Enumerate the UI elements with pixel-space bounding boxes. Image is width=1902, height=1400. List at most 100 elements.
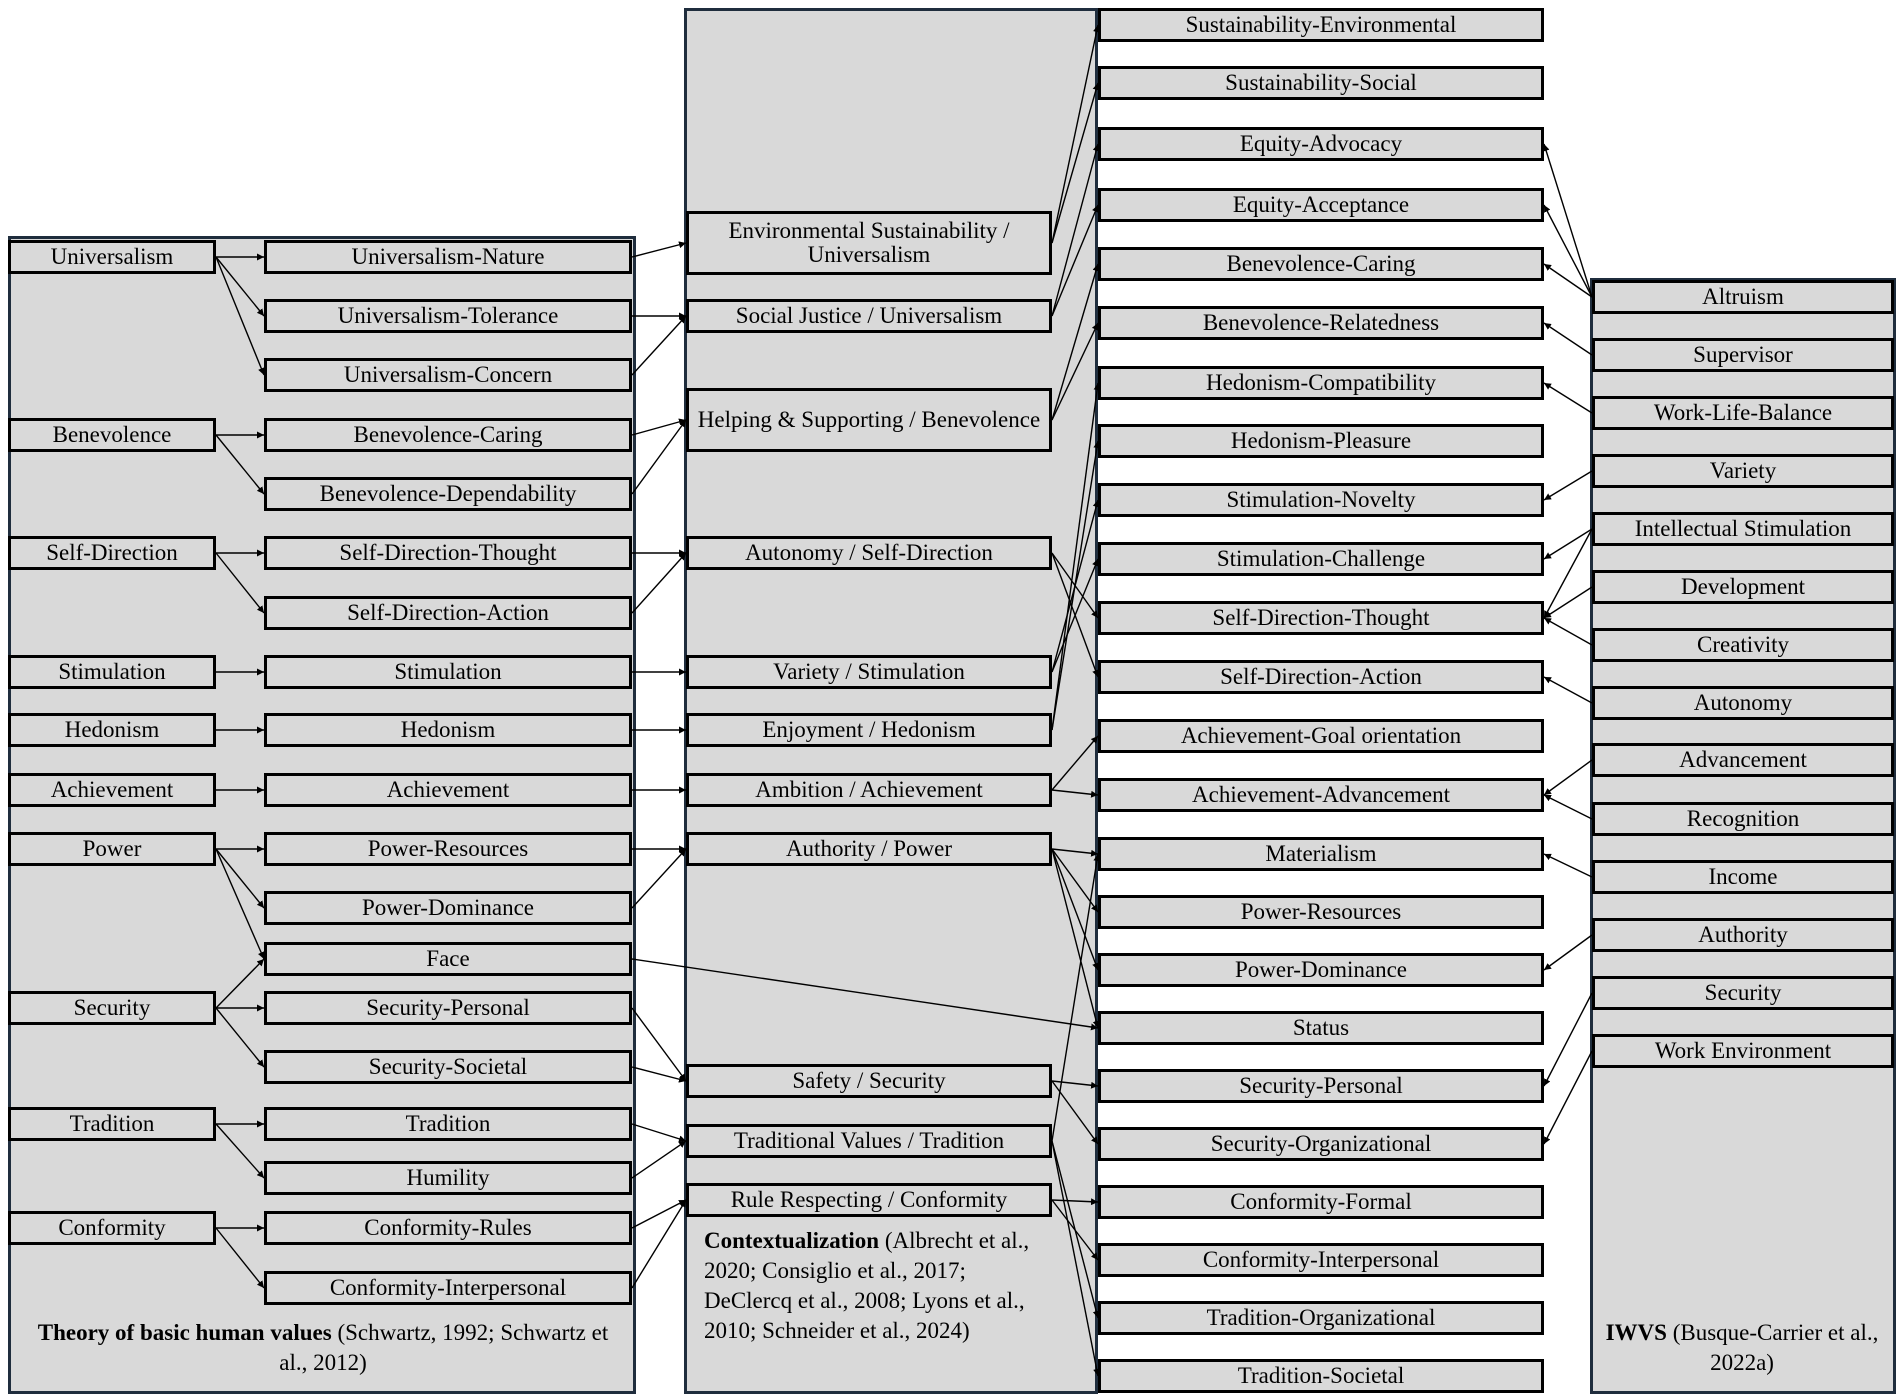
connector-refined-to-context xyxy=(631,1199,687,1229)
work-refined-self-direction-thought: Self-Direction-Thought xyxy=(1098,601,1544,635)
schwartz-value-hedonism: Hedonism xyxy=(8,713,216,747)
iwvs-creativity: Creativity xyxy=(1592,628,1894,662)
connector-refined-to-context xyxy=(631,1007,687,1082)
connector-iwvs-to-work xyxy=(1543,1050,1593,1145)
context-enjoyment-hedonism: Enjoyment / Hedonism xyxy=(686,713,1052,747)
iwvs-development: Development xyxy=(1592,570,1894,604)
schwartz-refined-power-resources: Power-Resources xyxy=(264,832,632,866)
connector-iwvs-to-work xyxy=(1543,528,1593,619)
iwvs-autonomy: Autonomy xyxy=(1592,686,1894,720)
schwartz-refined-security-societal: Security-Societal xyxy=(264,1050,632,1084)
iwvs-intellectual-stimulation: Intellectual Stimulation xyxy=(1592,512,1894,546)
connector-iwvs-to-work xyxy=(1543,676,1593,704)
caption-basic-values: Theory of basic human values (Schwartz, … xyxy=(37,1320,609,1375)
work-refined-security-organizational: Security-Organizational xyxy=(1098,1127,1544,1161)
context-variety-stimulation: Variety / Stimulation xyxy=(686,655,1052,689)
schwartz-value-security: Security xyxy=(8,991,216,1025)
iwvs-advancement: Advancement xyxy=(1592,743,1894,777)
work-refined-security-personal: Security-Personal xyxy=(1098,1069,1544,1103)
connector-refined-to-context xyxy=(631,1140,687,1179)
connector-iwvs-to-work xyxy=(1543,528,1593,560)
work-refined-tradition-organizational: Tradition-Organizational xyxy=(1098,1301,1544,1335)
work-refined-conformity-interpersonal: Conformity-Interpersonal xyxy=(1098,1243,1544,1277)
schwartz-refined-self-direction-thought: Self-Direction-Thought xyxy=(264,536,632,570)
work-refined-hedonism-compatibility: Hedonism-Compatibility xyxy=(1098,366,1544,400)
context-safety-security: Safety / Security xyxy=(686,1064,1052,1098)
iwvs-work-environment: Work Environment xyxy=(1592,1034,1894,1068)
work-refined-stimulation-challenge: Stimulation-Challenge xyxy=(1098,542,1544,576)
schwartz-refined-conformity-rules: Conformity-Rules xyxy=(264,1211,632,1245)
work-refined-self-direction-action: Self-Direction-Action xyxy=(1098,660,1544,694)
connector-refined-to-context xyxy=(631,241,687,258)
caption-iwvs: IWVS (Busque-Carrier et al., 2022a) xyxy=(1605,1320,1879,1375)
iwvs-recognition: Recognition xyxy=(1592,802,1894,836)
caption-contextualization: Contextualization (Albrecht et al., 2020… xyxy=(704,1228,1030,1343)
connector-refined-to-context xyxy=(631,1123,687,1143)
schwartz-value-power: Power xyxy=(8,832,216,866)
schwartz-refined-benevolence-dependability: Benevolence-Dependability xyxy=(264,477,632,511)
work-refined-tradition-societal: Tradition-Societal xyxy=(1098,1359,1544,1393)
work-refined-benevolence-relatedness: Benevolence-Relatedness xyxy=(1098,306,1544,340)
connector-iwvs-to-work xyxy=(1542,143,1593,298)
schwartz-refined-face: Face xyxy=(264,942,632,976)
iwvs-supervisor: Supervisor xyxy=(1592,338,1894,372)
work-refined-sustainability-environmental: Sustainability-Environmental xyxy=(1098,8,1544,42)
schwartz-refined-hedonism: Hedonism xyxy=(264,713,632,747)
connector-refined-to-context xyxy=(631,1199,687,1289)
schwartz-refined-benevolence-caring: Benevolence-Caring xyxy=(264,418,632,452)
schwartz-refined-universalism-concern: Universalism-Concern xyxy=(264,358,632,392)
schwartz-refined-universalism-tolerance: Universalism-Tolerance xyxy=(264,299,632,333)
connector-iwvs-to-work xyxy=(1543,934,1593,971)
connector-refined-to-context xyxy=(631,418,687,436)
connector-iwvs-to-work xyxy=(1543,263,1593,298)
work-refined-power-dominance: Power-Dominance xyxy=(1098,953,1544,987)
work-refined-conformity-formal: Conformity-Formal xyxy=(1098,1185,1544,1219)
schwartz-refined-universalism-nature: Universalism-Nature xyxy=(264,240,632,274)
schwartz-value-stimulation: Stimulation xyxy=(8,655,216,689)
connector-iwvs-to-work xyxy=(1543,322,1593,356)
schwartz-refined-humility: Humility xyxy=(264,1161,632,1195)
connector-refined-to-context xyxy=(631,315,687,376)
schwartz-value-achievement: Achievement xyxy=(8,773,216,807)
context-helping-and-supporting-benevolence: Helping & Supporting / Benevolence xyxy=(686,388,1052,452)
schwartz-value-self-direction: Self-Direction xyxy=(8,536,216,570)
context-environmental-sustainability-universalism: Environmental Sustainability / Universal… xyxy=(686,211,1052,275)
work-refined-sustainability-social: Sustainability-Social xyxy=(1098,66,1544,100)
schwartz-value-conformity: Conformity xyxy=(8,1211,216,1245)
work-refined-power-resources: Power-Resources xyxy=(1098,895,1544,929)
context-traditional-values-tradition: Traditional Values / Tradition xyxy=(686,1124,1052,1158)
schwartz-refined-self-direction-action: Self-Direction-Action xyxy=(264,596,632,630)
connector-refined-to-context xyxy=(631,848,687,909)
work-refined-equity-advocacy: Equity-Advocacy xyxy=(1098,127,1544,161)
context-social-justice-universalism: Social Justice / Universalism xyxy=(686,299,1052,333)
schwartz-value-universalism: Universalism xyxy=(8,240,216,274)
schwartz-refined-security-personal: Security-Personal xyxy=(264,991,632,1025)
connector-iwvs-to-work xyxy=(1543,794,1593,820)
connector-iwvs-to-work xyxy=(1543,204,1593,298)
work-refined-equity-acceptance: Equity-Acceptance xyxy=(1098,188,1544,222)
work-refined-status: Status xyxy=(1098,1011,1544,1045)
iwvs-authority: Authority xyxy=(1592,918,1894,952)
connector-iwvs-to-work xyxy=(1543,992,1593,1087)
context-ambition-achievement: Ambition / Achievement xyxy=(686,773,1052,807)
connector-iwvs-to-work xyxy=(1543,617,1593,646)
connector-refined-to-context xyxy=(631,552,687,614)
connector-iwvs-to-work xyxy=(1543,853,1593,878)
work-refined-benevolence-caring: Benevolence-Caring xyxy=(1098,247,1544,281)
work-refined-materialism: Materialism xyxy=(1098,837,1544,871)
iwvs-security: Security xyxy=(1592,976,1894,1010)
iwvs-altruism: Altruism xyxy=(1592,280,1894,314)
connector-iwvs-to-work xyxy=(1543,586,1593,619)
work-refined-achievement-advancement: Achievement-Advancement xyxy=(1098,778,1544,812)
work-refined-achievement-goal-orientation: Achievement-Goal orientation xyxy=(1098,719,1544,753)
schwartz-value-benevolence: Benevolence xyxy=(8,418,216,452)
schwartz-refined-achievement: Achievement xyxy=(264,773,632,807)
work-refined-stimulation-novelty: Stimulation-Novelty xyxy=(1098,483,1544,517)
connector-iwvs-to-work xyxy=(1543,382,1593,414)
connector-iwvs-to-work xyxy=(1543,470,1593,501)
iwvs-work-life-balance: Work-Life-Balance xyxy=(1592,396,1894,430)
schwartz-refined-power-dominance: Power-Dominance xyxy=(264,891,632,925)
schwartz-refined-tradition: Tradition xyxy=(264,1107,632,1141)
context-authority-power: Authority / Power xyxy=(686,832,1052,866)
